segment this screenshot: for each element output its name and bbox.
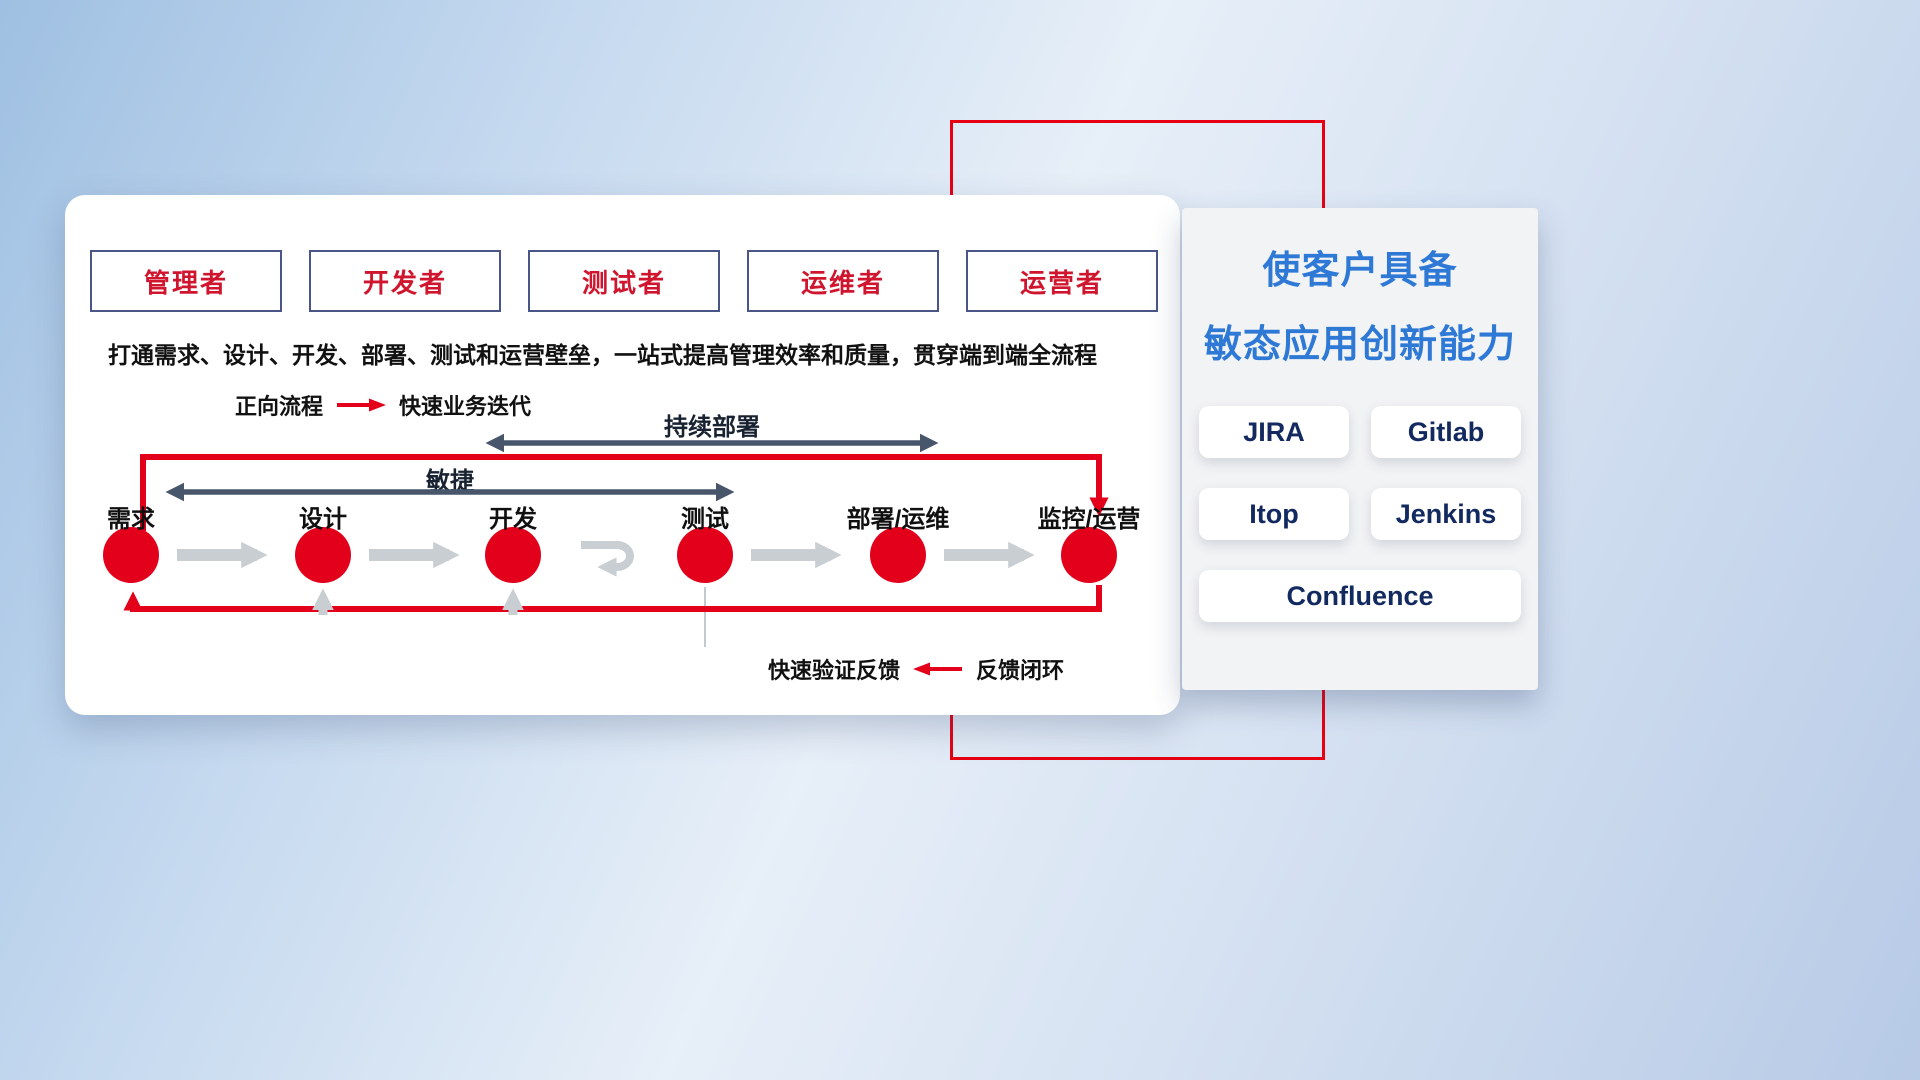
forward-arrow-icon <box>337 398 387 412</box>
stage-node-deploy-ops <box>870 527 926 583</box>
tool-grid: JIRA Gitlab Itop Jenkins Confluence <box>1182 406 1538 622</box>
stage-node-develop <box>485 527 541 583</box>
stage-label-deploy-ops: 部署/运维 <box>846 506 950 533</box>
tool-chip-confluence: Confluence <box>1199 570 1521 622</box>
feedback-arrow-icon <box>913 662 963 676</box>
side-panel-title-line2: 敏态应用创新能力 <box>1203 324 1516 366</box>
stage-node-design <box>295 527 351 583</box>
stage-node-monitor-operate <box>1061 527 1117 583</box>
dev-test-loop-icon <box>581 541 634 577</box>
main-panel: 管理者 开发者 测试者 运维者 运营者 打通需求、设计、开发、部署、测试和运营壁… <box>65 195 1180 715</box>
actor-box-operator: 运营者 <box>966 250 1158 312</box>
continuous-deploy-label: 持续部署 <box>664 414 760 441</box>
tool-chip-itop: Itop <box>1199 488 1349 540</box>
stage-label-monitor-operate: 监控/运营 <box>1037 506 1141 533</box>
actor-box-developer: 开发者 <box>309 250 501 312</box>
subtitle-text: 打通需求、设计、开发、部署、测试和运营壁垒，一站式提高管理效率和质量，贯穿端到端… <box>108 342 1097 368</box>
stage-label-test: 测试 <box>681 506 729 533</box>
tool-chip-jira: JIRA <box>1199 406 1349 458</box>
tool-chip-gitlab: Gitlab <box>1371 406 1521 458</box>
legend-feedback-label: 反馈闭环 <box>976 658 1065 683</box>
side-panel: 使客户具备 敏态应用创新能力 JIRA Gitlab Itop Jenkins … <box>1182 208 1538 690</box>
feedback-loop-line <box>123 585 1102 612</box>
side-panel-title-line1: 使客户具备 <box>1262 250 1458 292</box>
actor-box-ops: 运维者 <box>747 250 939 312</box>
legend-feedback: 快速验证反馈 反馈闭环 <box>768 653 1064 685</box>
actor-box-tester: 测试者 <box>528 250 720 312</box>
stage-node-requirement <box>103 527 159 583</box>
actor-box-manager: 管理者 <box>90 250 282 312</box>
stage-label-design: 设计 <box>299 506 347 533</box>
legend-forward-desc: 快速业务迭代 <box>399 394 532 419</box>
stage-node-test <box>677 527 733 583</box>
tool-chip-jenkins: Jenkins <box>1371 488 1521 540</box>
actor-row: 管理者 开发者 测试者 运维者 运营者 <box>90 250 1158 312</box>
legend-feedback-desc: 快速验证反馈 <box>768 658 901 683</box>
legend-forward: 正向流程 快速业务迭代 <box>235 389 531 421</box>
stage-label-develop: 开发 <box>489 506 537 533</box>
legend-forward-label: 正向流程 <box>235 394 324 419</box>
stage-label-requirement: 需求 <box>107 506 155 533</box>
agile-label: 敏捷 <box>426 468 474 495</box>
